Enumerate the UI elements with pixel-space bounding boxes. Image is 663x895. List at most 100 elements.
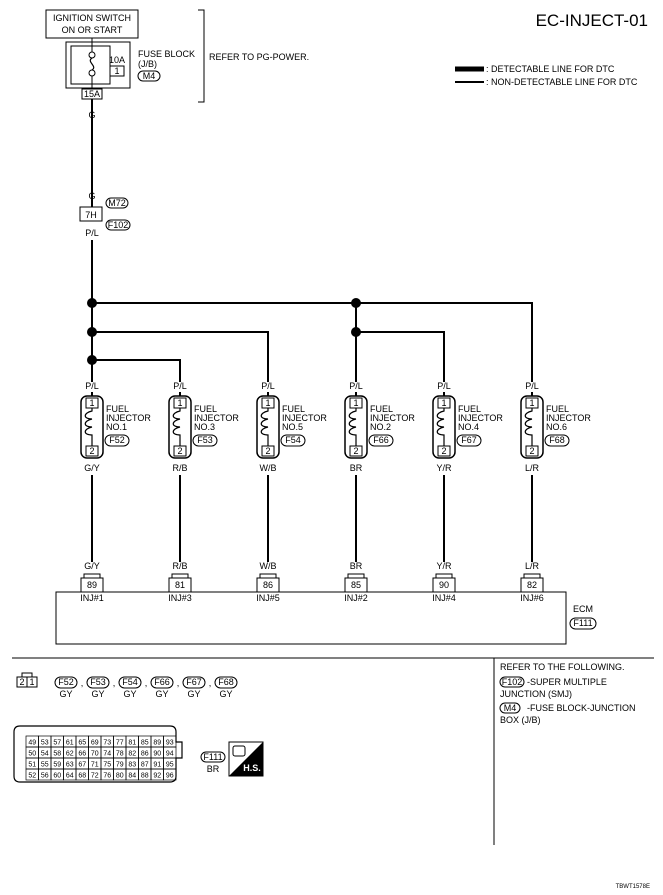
footer-connector-color: GY [91,689,104,699]
injector-connector: F52 [109,435,125,445]
injector-name: FUEL [546,404,569,414]
ecm-grid-pin: 92 [153,773,161,780]
ecm-grid-pin: 95 [166,762,174,769]
conn-pin-1: 1 [29,677,34,687]
ecm-grid-pin: 70 [91,751,99,758]
ecm-terminal: 82 [527,580,537,590]
ref1-text2: JUNCTION (SMJ) [500,689,572,699]
injector-name: INJECTOR [282,413,327,423]
injector-in-wire: P/L [525,381,539,391]
coil-icon [84,408,93,446]
injector-connector: F54 [285,435,301,445]
injector-pin-box [525,445,539,457]
ref2-conn: M4 [504,703,517,713]
injector-connector: F67 [461,435,477,445]
injector-connector-badge [544,434,570,447]
injector-name: FUEL [458,404,481,414]
ecm-pin-label: INJ#6 [520,593,544,603]
ecm-grid-pin: 78 [116,751,124,758]
ecm-grid-pin: 58 [53,751,61,758]
ecm-pin-label: INJ#2 [344,593,368,603]
ecm-grid-pin: 71 [91,762,99,769]
injector-connector-badge [192,434,218,447]
injector-pin-bottom: 2 [441,446,446,456]
injector-out-wire: W/B [260,463,277,473]
ecm-grid-pin: 77 [116,740,124,747]
ecm-grid-pin: 83 [128,762,136,769]
ecm-grid-pin: 85 [141,740,149,747]
footer-separator: , [113,678,116,688]
injector-out-wire: L/R [525,463,540,473]
ecm-grid-pin: 88 [141,773,149,780]
injector-pin-box [349,445,363,457]
ecm-grid-pin: 54 [41,751,49,758]
injector-in-wire: P/L [85,381,99,391]
ecm-grid-pin: 52 [28,773,36,780]
ecm-grid-pin: 59 [53,762,61,769]
ecm-grid-pin: 65 [78,740,86,747]
ecm-grid-pin: 79 [116,762,124,769]
ecm-terminal-latch [347,573,365,579]
wire-g-label-joint: G [88,191,95,201]
injector-in-wire: P/L [349,381,363,391]
injector-name: FUEL [194,404,217,414]
injector-number: NO.4 [458,422,479,432]
conn-latch [21,672,33,678]
power-bracket [198,9,205,103]
footer-connector: F54 [122,677,138,687]
fuse-terminal-bottom [88,69,96,77]
injector-name: INJECTOR [370,413,415,423]
ecm-grid-pin: 84 [128,773,136,780]
ecm-pin-label: INJ#5 [256,593,280,603]
footer-connector-badge [182,676,206,689]
ecm-grid-pin: 73 [103,740,111,747]
fuse-terminal-top [88,51,96,59]
terminal-15a: 15A [84,89,100,99]
bus-to-no3 [92,359,181,382]
ecm-grid-pin: 93 [166,740,174,747]
ecm-box [55,591,567,645]
injector-in-wire: P/L [173,381,187,391]
ecm-grid-pin: 96 [166,773,174,780]
fuse-number: 1 [114,66,119,76]
connector-f111-badge [569,617,597,630]
footer-connector-badge [150,676,174,689]
injector-number: NO.3 [194,422,215,432]
ecm-terminal-latch [435,573,453,579]
ecm-pin-label: INJ#1 [80,593,104,603]
hs-connector-icon [232,745,246,757]
injector-pin-top: 1 [353,398,358,408]
injector-number: NO.5 [282,422,303,432]
ecm-grid-pin: 75 [103,762,111,769]
ecm-terminal: 81 [175,580,185,590]
ecm-grid-pin: 61 [66,740,74,747]
ecm-conn-badge [200,751,226,763]
refer-pg-power: REFER TO PG-POWER. [209,52,309,62]
joint-terminal: 7H [85,210,97,220]
footer-connector-color: GY [219,689,232,699]
connector-m72-badge [105,197,129,209]
legend-non-detectable: : NON-DETECTABLE LINE FOR DTC [486,77,638,87]
coil-icon [348,408,357,446]
hs-label: H.S. [243,763,261,773]
injector-name: INJECTOR [458,413,503,423]
ecm-pin-label: INJ#4 [432,593,456,603]
ecm-wire-label: Y/R [436,561,452,571]
fuse-block-inner [70,45,111,85]
joint-connector-box [79,206,103,222]
ecm-grid-pin: 67 [78,762,86,769]
ecm-conn-f111: F111 [203,752,222,762]
ecm-grid-pin: 57 [53,740,61,747]
ecm-wire-label: W/B [260,561,277,571]
injector-pin-bottom: 2 [265,446,270,456]
footer-connector: F52 [58,677,74,687]
splice-dot [351,327,361,337]
footer-connector-color: GY [123,689,136,699]
bus-to-no5 [92,331,269,382]
injector-pin-box [261,445,275,457]
refer-title: REFER TO THE FOLLOWING. [500,662,625,672]
